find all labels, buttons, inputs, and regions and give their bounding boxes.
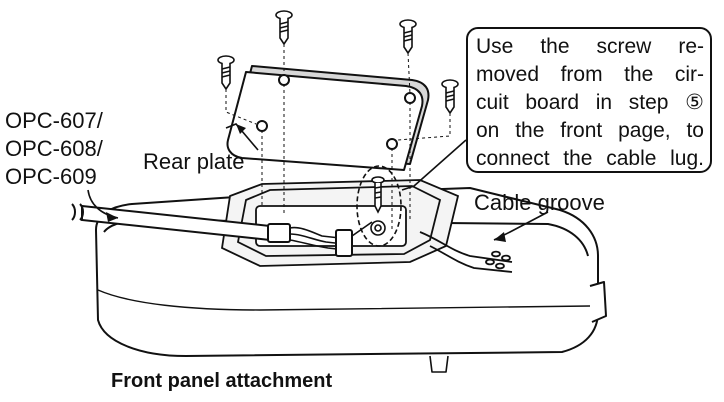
opc-cable [71,203,373,257]
highlight-oval [356,165,402,247]
cable-model-label: OPC-608/ [5,136,103,161]
arrowheads [106,124,506,242]
cable-model-label: OPC-609 [5,164,97,189]
callout-leader [401,139,467,191]
screw-icon [217,55,235,91]
rear-plate [226,65,430,171]
cable-groove-channel [419,231,513,273]
instruction-callout: Use the screw re- moved from the cir- cu… [466,27,712,173]
callout-line: connect the cable lug. [476,147,704,170]
callout-line: on the front page, to [476,119,704,142]
cable-lug-screw [370,176,386,236]
rear-plate-label: Rear plate [143,149,245,174]
callout-line: moved from the cir- [476,63,704,86]
cable-groove-label: Cable groove [474,190,605,215]
figure-caption: Front panel attachment [111,370,333,392]
screw-icon [275,10,293,46]
screw-icon [399,19,417,55]
callout-line: Use the screw re- [476,35,704,58]
screw-icon [441,79,459,115]
callout-line: cuit board in step ⑤ [476,91,704,114]
alignment-lines [225,44,451,232]
cable-model-label: OPC-607/ [5,108,103,133]
panel-recess [221,179,460,267]
